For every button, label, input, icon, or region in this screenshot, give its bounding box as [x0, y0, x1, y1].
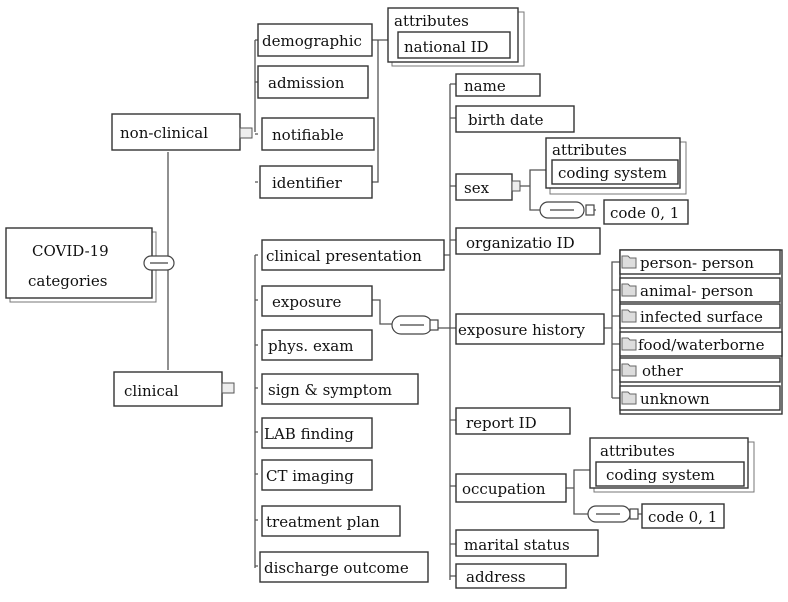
lab-finding-node: LAB finding: [261, 417, 373, 449]
folder-icon: [621, 283, 637, 297]
demographic-label: demographic: [262, 32, 362, 50]
occupation-code-node: code 0, 1: [641, 503, 725, 529]
non-clinical-node: non-clinical: [111, 113, 241, 151]
exposure-history-field: exposure history: [455, 313, 605, 345]
folder-icon: [621, 309, 637, 323]
sex-expand-icon: [511, 180, 521, 192]
organization-id-label: organizatio ID: [466, 234, 575, 252]
root-sequence-icon: [143, 255, 175, 271]
name-label: name: [464, 77, 506, 95]
non-clinical-expand-icon: [239, 127, 253, 139]
option-unknown-label: unknown: [640, 390, 710, 408]
occupation-code-sequence-icon: [587, 505, 639, 523]
organization-id-field: organizatio ID: [455, 227, 601, 255]
folder-icon: [621, 391, 637, 405]
option-person-person: person- person: [619, 249, 781, 275]
clinical-label: clinical: [124, 382, 179, 400]
demographic-attributes-label: attributes: [394, 12, 469, 30]
root-label-line1: COVID-19: [32, 242, 109, 260]
phys-exam-node: phys. exam: [261, 329, 373, 361]
birth-date-label: birth date: [468, 111, 544, 129]
lab-finding-label: LAB finding: [264, 425, 354, 443]
occupation-label: occupation: [462, 480, 546, 498]
option-unknown: unknown: [619, 385, 781, 411]
non-clinical-label: non-clinical: [120, 124, 208, 142]
treatment-plan-node: treatment plan: [261, 505, 401, 537]
root-node: COVID-19 categories: [5, 227, 157, 303]
exposure-node: exposure: [261, 285, 373, 317]
national-id-label: national ID: [404, 38, 489, 56]
occupation-code-label: code 0, 1: [648, 508, 717, 526]
sign-symptom-node: sign & symptom: [261, 373, 419, 405]
notifiable-node: notifiable: [261, 117, 375, 151]
demographic-node: demographic: [257, 23, 373, 57]
admission-label: admission: [268, 74, 345, 92]
folder-icon: [621, 363, 637, 377]
phys-exam-label: phys. exam: [268, 337, 353, 355]
exposure-history-label: exposure history: [458, 321, 586, 339]
ct-imaging-label: CT imaging: [266, 467, 354, 485]
occupation-field: occupation: [455, 473, 567, 503]
occupation-attributes-label: attributes: [600, 442, 675, 460]
treatment-plan-label: treatment plan: [266, 513, 380, 531]
occupation-coding-system-label: coding system: [606, 466, 715, 484]
address-label: address: [466, 568, 526, 586]
sign-symptom-label: sign & symptom: [268, 381, 392, 399]
occupation-attributes-group: attributes coding system: [589, 437, 755, 493]
exposure-label: exposure: [272, 293, 341, 311]
report-id-field: report ID: [455, 407, 571, 435]
option-food-waterborne: food/waterborne: [619, 331, 783, 357]
sex-coding-system-label: coding system: [558, 164, 667, 182]
sex-code-label: code 0, 1: [610, 204, 679, 222]
demographic-attributes-group: attributes national ID: [387, 7, 525, 67]
option-infected-surface: infected surface: [619, 303, 781, 329]
report-id-label: report ID: [466, 414, 537, 432]
sex-label: sex: [464, 179, 490, 197]
clinical-expand-icon: [221, 382, 235, 394]
sex-attributes-label: attributes: [552, 141, 627, 159]
sex-field: sex: [455, 173, 513, 201]
folder-icon: [621, 337, 637, 351]
address-field: address: [455, 563, 567, 589]
admission-node: admission: [257, 65, 369, 99]
option-other: other: [619, 357, 781, 383]
notifiable-label: notifiable: [272, 126, 344, 144]
clinical-presentation-label: clinical presentation: [266, 247, 422, 265]
clinical-presentation-node: clinical presentation: [261, 239, 445, 271]
option-other-label: other: [642, 362, 684, 380]
sex-code-sequence-icon: [539, 201, 595, 219]
marital-status-label: marital status: [464, 536, 570, 554]
sex-attributes-group: attributes coding system: [545, 137, 687, 195]
marital-status-field: marital status: [455, 529, 599, 557]
ct-imaging-node: CT imaging: [261, 459, 373, 491]
option-food-waterborne-label: food/waterborne: [638, 336, 765, 354]
folder-icon: [621, 255, 637, 269]
connectors: [167, 20, 642, 580]
option-infected-surface-label: infected surface: [640, 308, 763, 326]
identifier-label: identifier: [272, 174, 343, 192]
discharge-outcome-label: discharge outcome: [264, 559, 409, 577]
option-person-person-label: person- person: [640, 254, 754, 272]
option-animal-person-label: animal- person: [640, 282, 754, 300]
identifier-node: identifier: [259, 165, 373, 199]
name-field: name: [455, 73, 541, 97]
discharge-outcome-node: discharge outcome: [259, 551, 429, 583]
clinical-node: clinical: [113, 371, 223, 407]
sex-code-node: code 0, 1: [603, 199, 689, 225]
root-label-line2: categories: [28, 272, 107, 290]
exposure-sequence-icon: [391, 315, 439, 335]
birth-date-field: birth date: [455, 105, 575, 133]
option-animal-person: animal- person: [619, 277, 781, 303]
